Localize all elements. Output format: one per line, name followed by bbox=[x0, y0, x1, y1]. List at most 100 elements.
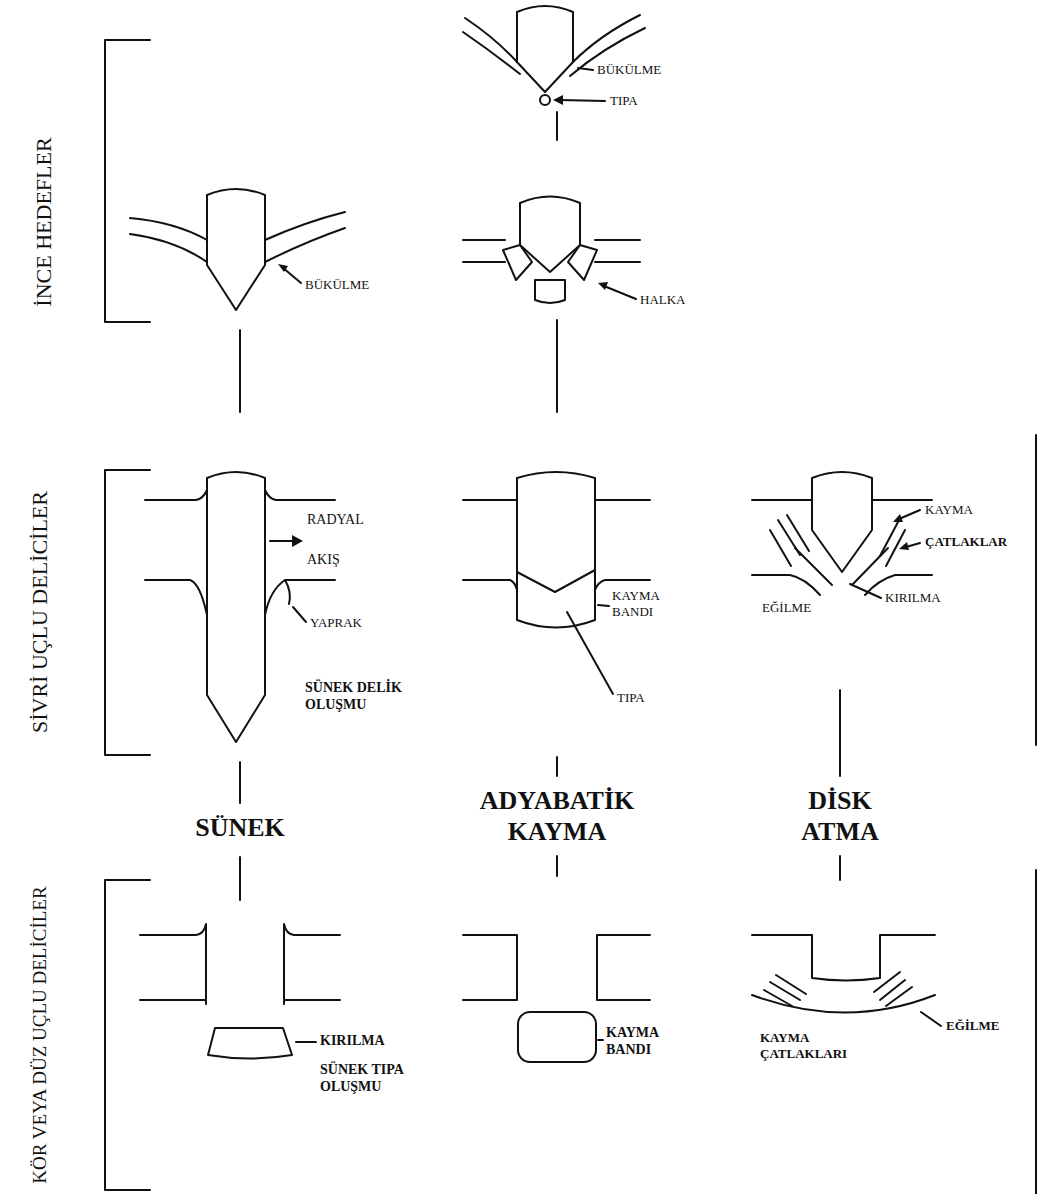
drawing-stroke bbox=[597, 935, 650, 1000]
mode-heading: ADYABATİK KAYMA bbox=[457, 785, 657, 847]
drawing-stroke bbox=[296, 1041, 316, 1043]
drawing-stroke bbox=[568, 245, 597, 280]
callout-label: TIPA bbox=[617, 690, 645, 706]
drawing-stroke bbox=[535, 280, 565, 303]
drawing-stroke bbox=[265, 228, 345, 262]
drawing-stroke bbox=[880, 522, 898, 556]
group-brackets bbox=[105, 40, 1036, 1194]
drawing-stroke bbox=[770, 982, 800, 1000]
drawing-stroke bbox=[517, 6, 573, 92]
callout-label: BÜKÜLME bbox=[305, 277, 369, 293]
drawing-stroke bbox=[503, 245, 532, 280]
drawing-stroke bbox=[787, 515, 809, 551]
drawing-stroke bbox=[573, 15, 640, 62]
drawing-stroke bbox=[140, 999, 206, 1001]
drawing-stroke bbox=[776, 975, 806, 994]
drawing-stroke bbox=[517, 472, 595, 628]
drawing-stroke bbox=[145, 580, 207, 615]
callout-label: KIRILMA bbox=[885, 590, 941, 606]
drawing-stroke bbox=[556, 112, 558, 140]
drawing-stroke bbox=[770, 530, 791, 566]
callout-label: KAYMA BANDI bbox=[606, 1025, 696, 1059]
drawing-stroke bbox=[752, 995, 935, 1013]
callout-label: SÜNEK TIPA OLUŞMU bbox=[320, 1062, 450, 1096]
drawing-stroke bbox=[239, 330, 241, 412]
drawing-stroke bbox=[518, 1012, 596, 1062]
drawing-stroke bbox=[899, 542, 909, 550]
drawing-stroke bbox=[463, 499, 517, 501]
mode-heading: SÜNEK bbox=[160, 812, 320, 843]
callout-label: EĞİLME bbox=[762, 600, 811, 616]
drawing-stroke bbox=[850, 584, 881, 598]
drawing-stroke bbox=[105, 470, 150, 755]
drawing-stroke bbox=[567, 612, 613, 694]
drawing-stroke bbox=[284, 999, 340, 1001]
drawing-stroke bbox=[1035, 435, 1037, 745]
drawing-stroke bbox=[921, 1012, 941, 1026]
drawing-stroke bbox=[293, 607, 306, 622]
callout-label: EĞİLME bbox=[946, 1018, 999, 1034]
drawing-stroke bbox=[292, 535, 303, 547]
drawing-stroke bbox=[265, 490, 335, 500]
drawing-stroke bbox=[517, 570, 595, 592]
callout-label: YAPRAK bbox=[310, 615, 362, 631]
drawing-stroke bbox=[764, 990, 792, 1006]
callout-label: ÇATLAKLAR bbox=[925, 534, 1007, 550]
drawing-stroke bbox=[265, 212, 345, 240]
drawing-stroke bbox=[556, 320, 558, 412]
pointed-adiabatic-shear bbox=[463, 472, 650, 694]
drawing-stroke bbox=[463, 32, 520, 74]
drawing-stroke bbox=[598, 605, 609, 606]
drawing-stroke bbox=[140, 924, 206, 1004]
callout-label: KIRILMA bbox=[320, 1033, 385, 1050]
drawing-stroke bbox=[795, 548, 832, 585]
drawing-stroke bbox=[899, 510, 920, 519]
callout-label: SÜNEK DELİK OLUŞMU bbox=[305, 680, 455, 714]
drawing-stroke bbox=[553, 95, 563, 105]
drawing-stroke bbox=[265, 580, 335, 615]
column-links bbox=[240, 112, 840, 900]
drawing-stroke bbox=[463, 239, 505, 241]
drawing-stroke bbox=[207, 472, 265, 742]
thin-target-ring bbox=[463, 197, 640, 304]
group-label: İNCE HEDEFLER bbox=[30, 137, 59, 307]
drawing-stroke bbox=[752, 935, 935, 981]
drawing-stroke bbox=[839, 690, 841, 776]
callout-label: TIPA bbox=[610, 93, 638, 109]
drawing-stroke bbox=[752, 575, 820, 595]
drawing-stroke bbox=[880, 980, 905, 1000]
drawing-stroke bbox=[540, 95, 550, 105]
group-label: KÖR VEYA DÜZ UÇLU DELİCİLER bbox=[29, 865, 52, 1194]
drawing-stroke bbox=[604, 286, 636, 299]
drawing-stroke bbox=[285, 580, 290, 604]
drawing-stroke bbox=[284, 924, 340, 1004]
callout-label: HALKA bbox=[640, 292, 686, 308]
drawing-stroke bbox=[595, 261, 640, 263]
drawing-stroke bbox=[886, 987, 912, 1006]
drawing-stroke bbox=[463, 580, 517, 590]
drawing-stroke bbox=[270, 540, 294, 542]
drawing-stroke bbox=[105, 40, 150, 322]
drawing-stroke bbox=[278, 264, 288, 272]
drawing-stroke bbox=[893, 514, 903, 522]
drawing-stroke bbox=[812, 472, 872, 572]
drawing-stroke bbox=[463, 935, 517, 1000]
drawing-stroke bbox=[752, 499, 812, 501]
callout-label: RADYAL AKIŞ bbox=[307, 500, 377, 580]
pointed-discing bbox=[752, 472, 932, 598]
drawing-stroke bbox=[839, 856, 841, 880]
thin-target-plug bbox=[463, 6, 645, 105]
drawing-stroke bbox=[130, 234, 207, 262]
drawing-stroke bbox=[239, 762, 241, 803]
drawing-stroke bbox=[872, 499, 932, 501]
drawing-stroke bbox=[208, 1028, 292, 1059]
drawing-stroke bbox=[598, 1039, 603, 1041]
drawing-stroke bbox=[595, 239, 640, 241]
drawing-stroke bbox=[556, 757, 558, 776]
mode-heading: DİSK ATMA bbox=[780, 785, 900, 847]
group-label: SİVRİ UÇLU DELİCİLER bbox=[27, 447, 53, 777]
callout-label: KAYMA ÇATLAKLARI bbox=[760, 1030, 860, 1061]
drawing-stroke bbox=[207, 189, 265, 310]
